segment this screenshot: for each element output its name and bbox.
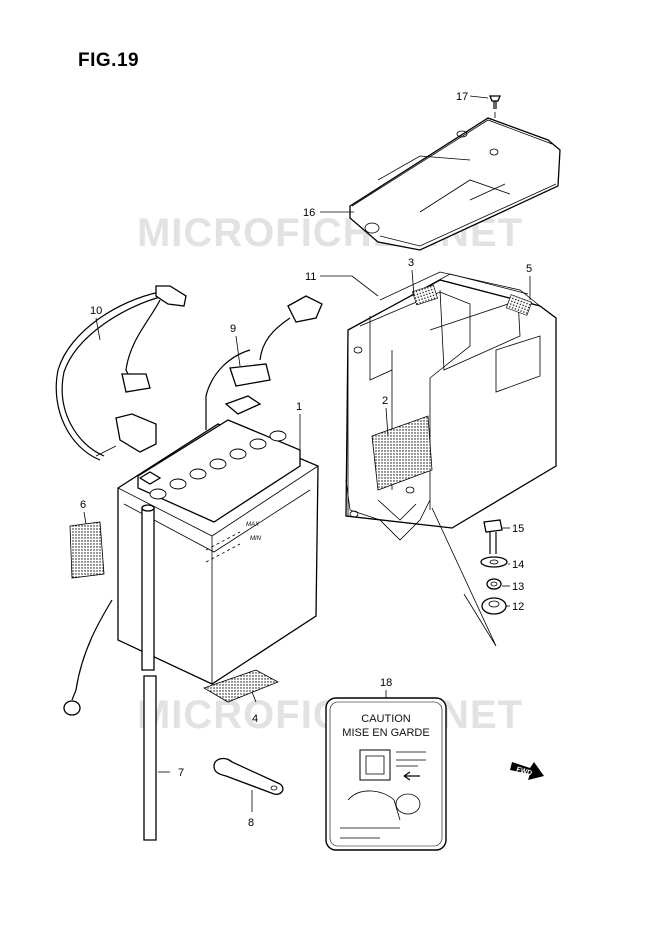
- callout-11: 11: [305, 271, 316, 283]
- callout-13: 13: [512, 581, 524, 593]
- callout-1: 1: [296, 401, 302, 413]
- callout-10: 10: [90, 305, 102, 317]
- callout-17: 17: [456, 91, 468, 103]
- callout-3: 3: [408, 257, 414, 269]
- part-7-breather-tube: [63, 504, 157, 841]
- part-8-clamp: [213, 757, 284, 795]
- part-16-cover: [349, 117, 561, 251]
- callout-8: 8: [248, 817, 254, 829]
- battery-min-mark: MIN: [250, 536, 262, 542]
- callout-2: 2: [382, 395, 388, 407]
- callout-15: 15: [512, 523, 524, 535]
- part-12-grommet: [481, 597, 507, 615]
- part-9-wire-harness: [205, 295, 323, 430]
- fwd-arrow-text: FWD: [515, 766, 532, 777]
- callout-9: 9: [230, 323, 236, 335]
- callout-12: 12: [512, 601, 524, 613]
- callout-5: 5: [526, 263, 532, 275]
- figure-title: FIG.19: [78, 50, 140, 71]
- leader-lines: [83, 95, 531, 812]
- part-4-pad: [203, 669, 279, 703]
- callout-4: 4: [252, 713, 258, 725]
- part-2-cushion: [371, 415, 433, 491]
- caution-label-line2: MISE EN GARDE: [342, 727, 429, 739]
- part-11-battery-holder: [345, 271, 557, 541]
- callout-7: 7: [178, 767, 184, 779]
- part-15-bolt: [483, 519, 503, 554]
- callout-16: 16: [303, 207, 315, 219]
- part-13-collar: [486, 578, 502, 590]
- battery-max-mark: MAX: [246, 522, 260, 528]
- part-18-caution-label: CAUTION MISE EN GARDE: [325, 697, 447, 851]
- part-14-washer: [480, 556, 508, 568]
- callout-6: 6: [80, 499, 86, 511]
- callout-14: 14: [512, 559, 524, 571]
- callout-18: 18: [380, 677, 392, 689]
- part-10-lead-wire: [55, 285, 187, 461]
- part-1-battery: MAX MIN: [117, 395, 319, 685]
- part-6-pad: [69, 521, 105, 579]
- caution-label-line1: CAUTION: [361, 713, 411, 725]
- fwd-arrow-icon: FWD: [510, 762, 544, 780]
